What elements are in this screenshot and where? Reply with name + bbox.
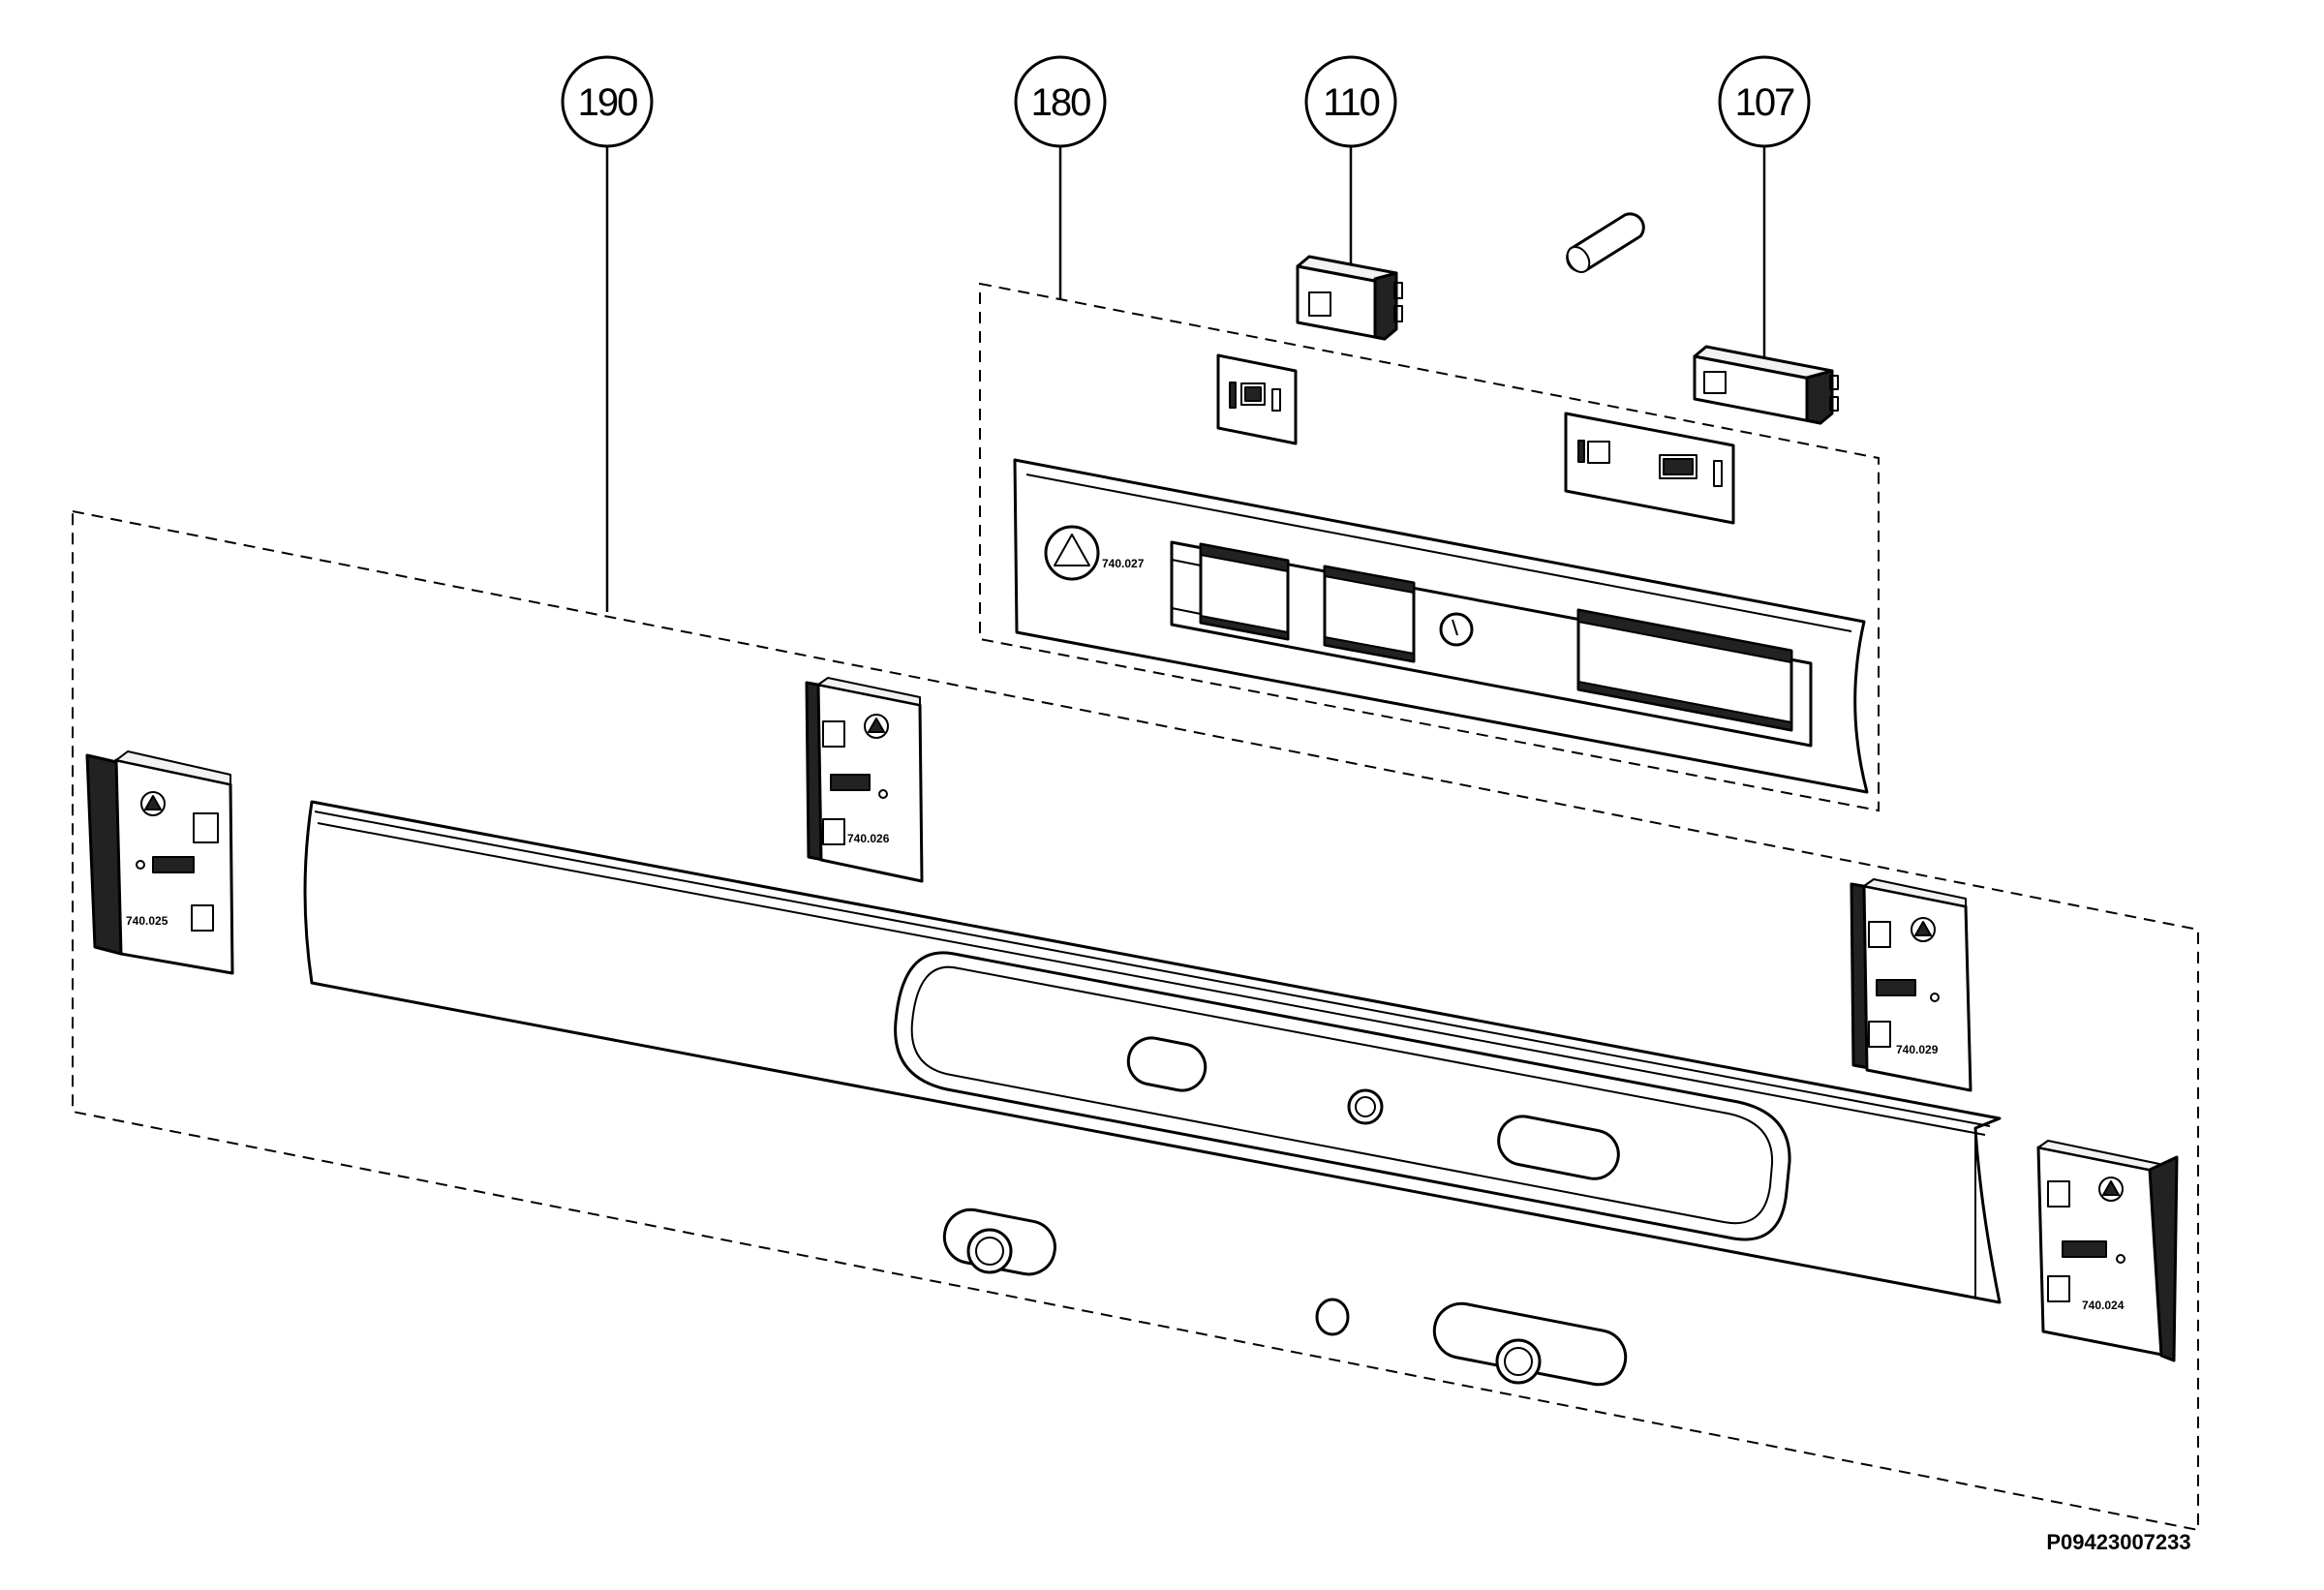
bezel-190	[303, 800, 2002, 1304]
bracket-far-right: 740.024	[2036, 1140, 2179, 1362]
bracket-center-right-mark: 740.029	[1896, 1043, 1939, 1056]
bracket-center-left: 740.026	[805, 677, 924, 883]
connector-pad-right	[1564, 412, 1735, 525]
knob-right	[1432, 1301, 1628, 1387]
callout-label-190: 190	[578, 81, 637, 124]
panel-part-mark: 740.027	[1102, 557, 1145, 570]
callout-107: 107	[1718, 55, 1811, 148]
callout-label-110: 110	[1323, 81, 1380, 124]
pin-part	[1566, 212, 1645, 274]
bracket-far-right-mark: 740.024	[2082, 1299, 2125, 1312]
small-peg	[1315, 1298, 1350, 1336]
bracket-far-left: 740.025	[85, 750, 234, 975]
drawing-code: P09423007233	[2046, 1530, 2190, 1554]
group-outline-180	[979, 282, 1880, 812]
knob-left	[942, 1208, 1056, 1276]
callout-180: 180	[1014, 55, 1107, 148]
control-panel-180: 740.027	[1013, 458, 1869, 794]
callout-label-107: 107	[1735, 81, 1794, 124]
group-outline-190	[72, 509, 2199, 1532]
bracket-center-left-mark: 740.026	[847, 832, 890, 845]
switch-107	[1693, 345, 1839, 425]
callout-110: 110	[1304, 55, 1397, 148]
switch-110	[1296, 255, 1403, 341]
bracket-far-left-mark: 740.025	[126, 914, 168, 928]
bracket-center-right: 740.029	[1850, 878, 1972, 1092]
connector-pad-left	[1216, 353, 1298, 445]
callout-label-180: 180	[1031, 81, 1090, 124]
callout-190: 190	[561, 55, 654, 148]
